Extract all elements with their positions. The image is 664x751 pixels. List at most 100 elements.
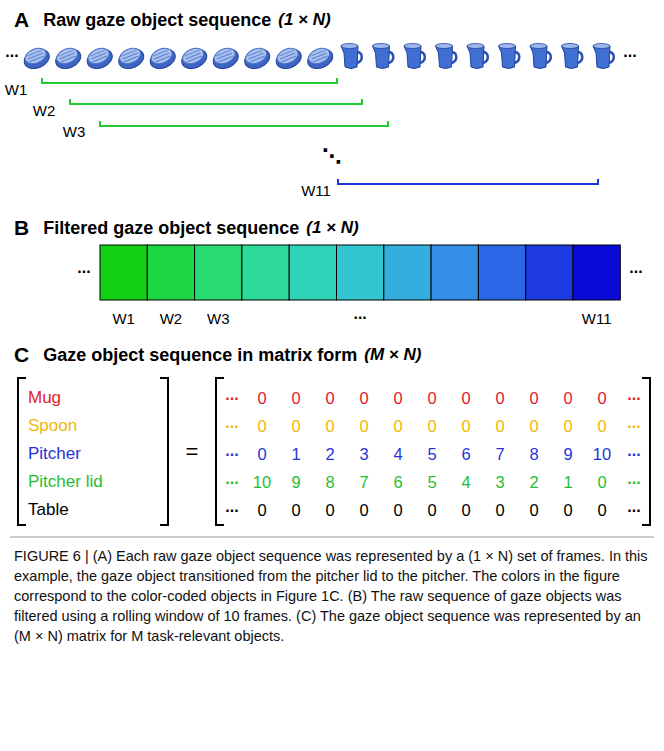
figure-label: ...	[627, 414, 640, 432]
matrix-value: 3	[359, 445, 368, 464]
filtered-cell	[573, 245, 620, 300]
filtered-cell	[242, 245, 289, 300]
matrix-value: 8	[325, 473, 334, 492]
matrix-value: 4	[393, 445, 402, 464]
figure-label: ...	[627, 386, 640, 404]
filtered-cell	[337, 245, 384, 300]
figure-label: ...	[225, 386, 238, 404]
lid-icon	[178, 45, 209, 72]
filtered-cells	[100, 245, 620, 300]
vector-bracket-left	[18, 378, 26, 525]
lid-stripe	[28, 53, 43, 59]
lid-icon	[52, 45, 83, 72]
matrix-value: 0	[529, 417, 538, 436]
lid-stripe	[92, 56, 107, 62]
lid-top	[180, 45, 206, 66]
lid-icon	[304, 45, 335, 72]
pitcher-icon	[593, 44, 614, 69]
matrix-bracket-left	[216, 378, 224, 525]
figure-label: W11	[301, 182, 331, 199]
lid-icons	[21, 45, 336, 72]
matrix-value: 0	[257, 445, 266, 464]
figure-label: ...	[627, 442, 640, 460]
pitcher-mouth	[530, 44, 547, 49]
matrix-value: 0	[597, 417, 606, 436]
pitcher-icon	[436, 44, 457, 69]
lid-stripe	[60, 53, 75, 59]
figure-label: W2	[160, 310, 183, 327]
caption-rule	[10, 537, 654, 538]
lid-icon	[147, 45, 178, 72]
lid-stripe	[217, 53, 232, 59]
matrix-value: 0	[597, 473, 606, 492]
figure-label: (1 × N)	[306, 218, 358, 238]
matrix-value: 4	[461, 473, 470, 492]
figure-label: (M × N)	[364, 345, 421, 365]
figure-label: Spoon	[28, 416, 77, 436]
filtered-cell	[195, 245, 242, 300]
lid-icon	[21, 45, 52, 72]
lid-icon	[84, 45, 115, 72]
lid-stripe	[250, 56, 265, 62]
lid-stripe	[27, 50, 42, 56]
figure-label: ...	[627, 470, 640, 488]
lid-stripe	[91, 53, 106, 59]
matrix-value: 7	[359, 473, 368, 492]
pitcher-body	[404, 46, 421, 69]
pitcher-mouth	[373, 44, 390, 49]
pitcher-mouth	[467, 44, 484, 49]
matrix-value: 8	[529, 445, 538, 464]
matrix-value: 0	[427, 389, 436, 408]
lid-stripe	[280, 53, 295, 59]
lid-stripe	[123, 53, 138, 59]
lid-rim	[242, 46, 273, 72]
lid-rim	[53, 46, 84, 72]
figure-label: W1	[112, 310, 135, 327]
matrix-value: 0	[563, 501, 572, 520]
figure-label: ...	[627, 498, 640, 516]
lid-icon	[115, 45, 146, 72]
matrix-value: 0	[495, 417, 504, 436]
figure-label: B	[14, 216, 29, 240]
lid-stripe	[185, 50, 200, 56]
lid-stripe	[216, 50, 231, 56]
lid-stripe	[29, 56, 44, 62]
pitcher-icons	[341, 44, 614, 69]
pitcher-mouth	[341, 44, 358, 49]
pitcher-body	[341, 46, 358, 69]
figure-label: ...	[5, 43, 18, 61]
figure-label: ...	[225, 414, 238, 432]
pitcher-icon	[562, 44, 583, 69]
lid-stripe	[311, 50, 326, 56]
pitcher-body	[562, 46, 579, 69]
window-bracket	[42, 78, 337, 83]
figure-label: W2	[33, 102, 56, 119]
figure-label: =	[186, 439, 199, 465]
lid-rim	[21, 46, 52, 72]
matrix-value: 0	[291, 389, 300, 408]
matrix-value: 1	[291, 445, 300, 464]
matrix-value: 5	[427, 473, 436, 492]
lid-top	[23, 45, 49, 66]
figure-label: Pitcher lid	[28, 472, 103, 492]
lid-stripe	[249, 53, 264, 59]
pitcher-mouth	[436, 44, 453, 49]
filtered-cell	[526, 245, 573, 300]
lid-stripe	[313, 56, 328, 62]
figure-label: Mug	[28, 388, 61, 408]
lid-icon	[241, 45, 272, 72]
matrix-value: 0	[359, 501, 368, 520]
matrix-value: 0	[393, 501, 402, 520]
lid-top	[86, 45, 112, 66]
lid-stripe	[122, 50, 137, 56]
lid-rim	[210, 46, 241, 72]
filtered-cell	[384, 245, 431, 300]
figure-label: ...	[225, 442, 238, 460]
figure-label: Gaze object sequence in matrix form	[43, 345, 357, 366]
matrix-value: 0	[495, 389, 504, 408]
lid-top	[212, 45, 238, 66]
lid-rim	[273, 46, 304, 72]
figure-label: Table	[28, 500, 69, 520]
pitcher-icon	[373, 44, 394, 69]
matrix-value: 10	[253, 473, 271, 492]
